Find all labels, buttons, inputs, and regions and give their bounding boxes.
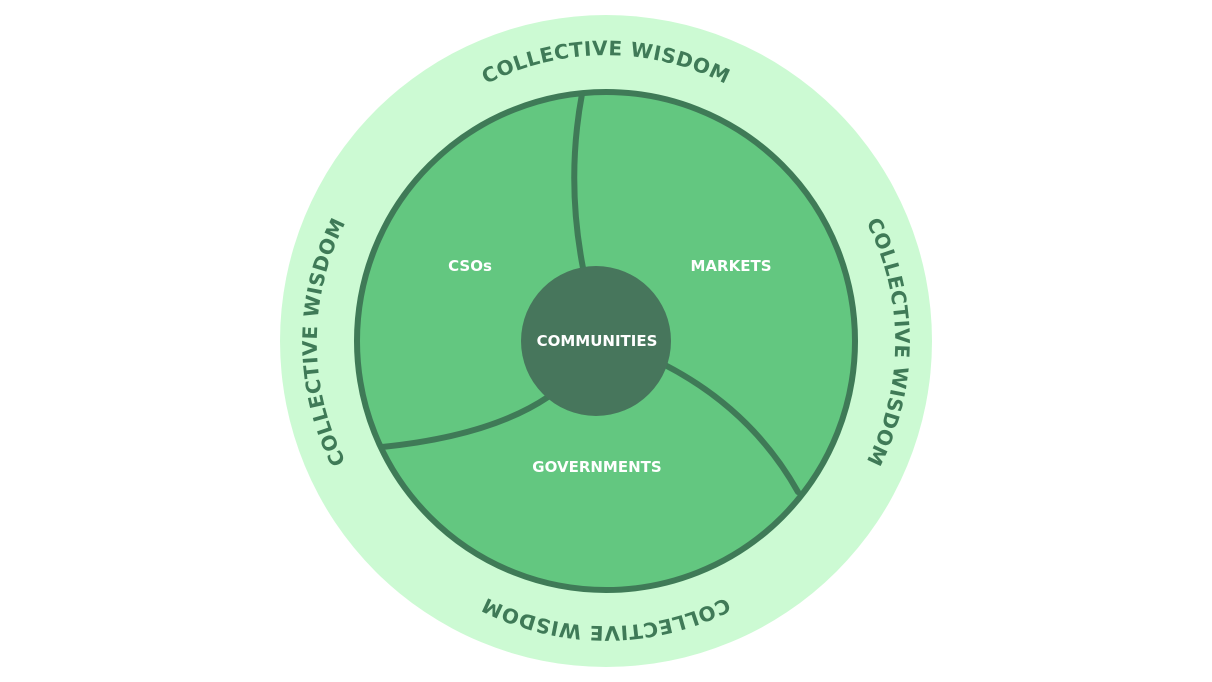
center-label-communities: COMMUNITIES: [537, 332, 658, 350]
segment-label-markets: MARKETS: [691, 257, 772, 275]
divider-markets-governments: [662, 362, 801, 495]
segment-label-governments: GOVERNMENTS: [532, 458, 661, 476]
divider-csos-markets: [571, 91, 586, 271]
divider-csos-governments: [379, 394, 551, 450]
segment-label-csos: CSOs: [448, 257, 492, 275]
center-circle: [521, 266, 671, 416]
